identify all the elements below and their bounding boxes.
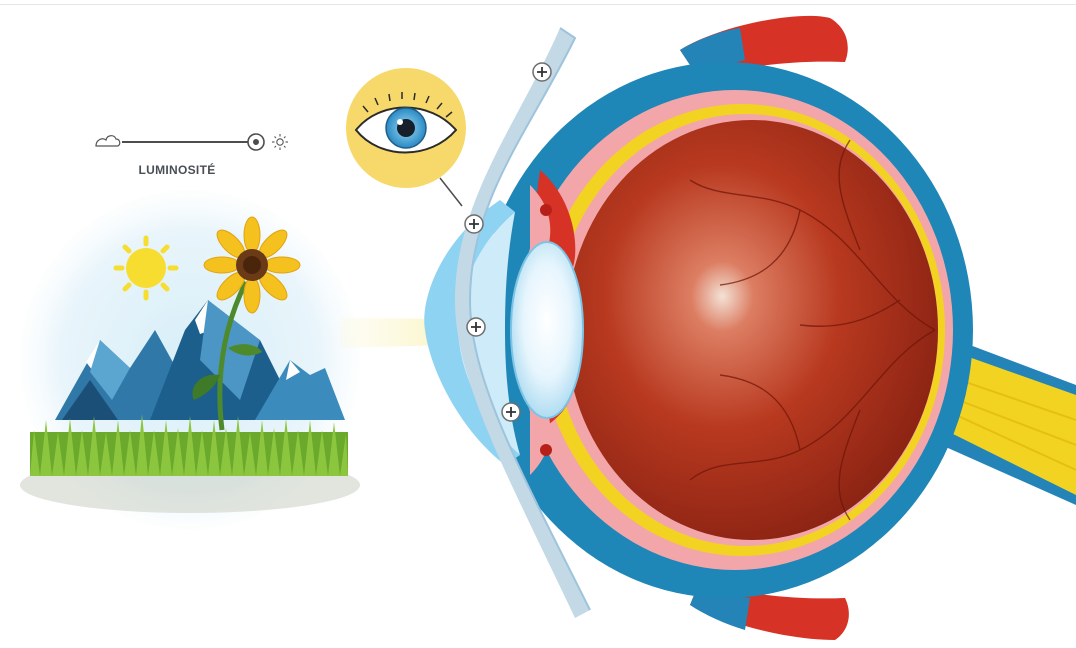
cornea-hotspot[interactable]	[465, 215, 483, 233]
luminosity-label: LUMINOSITÉ	[122, 163, 232, 177]
slider-handle[interactable]	[248, 134, 264, 150]
lens	[511, 242, 583, 418]
landscape-scene	[20, 190, 360, 530]
pupil-hotspot[interactable]	[467, 318, 485, 336]
sclera-hotspot[interactable]	[533, 63, 551, 81]
cloud-icon	[96, 136, 120, 146]
eye-view-badge[interactable]	[346, 68, 466, 206]
luminosity-slider[interactable]	[96, 134, 288, 150]
eye-cross-section	[424, 16, 1076, 640]
sun-brightness-icon	[272, 134, 288, 150]
vitreous-body	[566, 120, 938, 540]
iris-hotspot[interactable]	[502, 403, 520, 421]
